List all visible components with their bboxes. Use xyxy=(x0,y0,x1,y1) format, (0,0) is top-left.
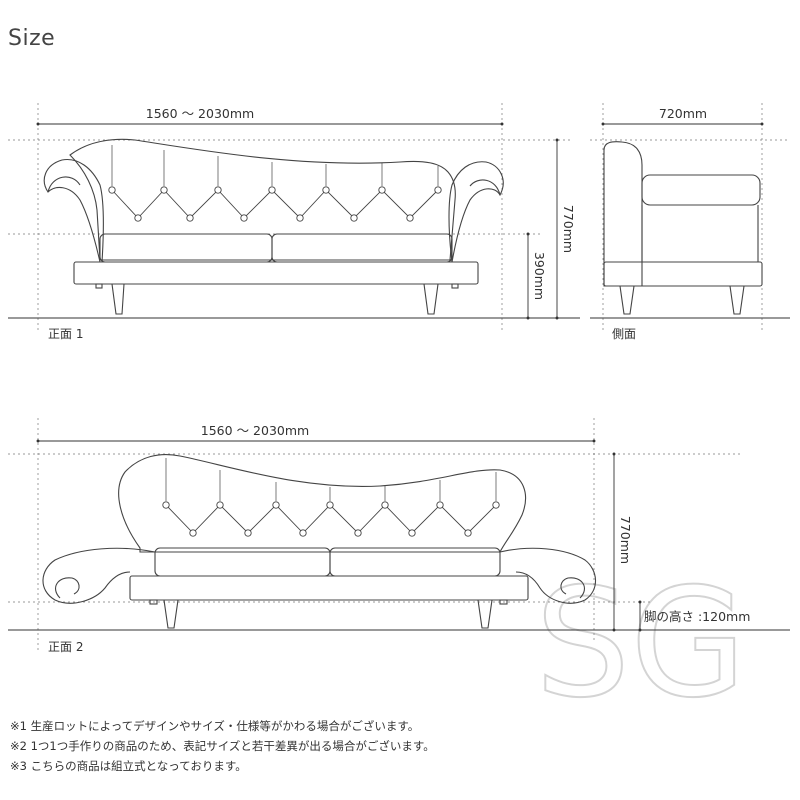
tufting xyxy=(108,145,442,222)
footnote: ※2 1つ1つ手作りの商品のため、表記サイズと若干差異が出る場合がございます。 xyxy=(10,739,435,753)
width-label-front1: 1560 ～ 2030mm xyxy=(146,106,254,121)
leg-height-label: 脚の高さ :120mm xyxy=(644,609,750,624)
seat-cushion-right xyxy=(271,233,453,263)
sofa-back xyxy=(118,454,526,553)
height-label-front2: 770mm xyxy=(618,516,633,564)
view-label-side: 側面 xyxy=(612,327,636,341)
side-frame xyxy=(603,261,763,287)
footnote: ※3 こちらの商品は組立式となっております。 xyxy=(10,759,247,773)
left-arm xyxy=(43,158,104,263)
side-back xyxy=(603,141,643,287)
page-title: Size xyxy=(8,26,56,51)
leg xyxy=(163,599,179,629)
right-arm xyxy=(499,547,597,604)
leg-back xyxy=(95,283,103,289)
width-label-front2: 1560 ～ 2030mm xyxy=(201,423,309,438)
sofa-back xyxy=(69,138,456,261)
seat-height-label: 390mm xyxy=(532,252,547,300)
footnote: ※1 生産ロットによってデザインやサイズ・仕様等がかわる場合がございます。 xyxy=(10,719,420,733)
side-arm-roll xyxy=(641,174,761,206)
depth-label: 720mm xyxy=(659,106,707,121)
footnotes: ※1 生産ロットによってデザインやサイズ・仕様等がかわる場合がございます。 ※2… xyxy=(10,716,435,776)
tufting xyxy=(162,458,500,537)
leg-back xyxy=(149,599,158,605)
front-view-1 xyxy=(8,103,580,330)
leg-back xyxy=(499,599,508,605)
side-view xyxy=(590,103,790,330)
left-arm-scroll xyxy=(55,577,80,599)
side-body xyxy=(641,205,759,263)
guide-lines xyxy=(8,103,570,330)
leg xyxy=(111,283,125,315)
watermark: SG xyxy=(535,557,746,731)
sofa-frame xyxy=(73,261,479,285)
front-view-2 xyxy=(8,418,790,650)
view-label-front1: 正面 1 xyxy=(48,327,83,341)
right-arm xyxy=(448,161,504,263)
height-label-front1: 770mm xyxy=(561,205,576,253)
seat-cushion-left xyxy=(99,233,273,263)
leg xyxy=(729,285,745,315)
left-arm xyxy=(42,547,156,604)
view-label-front2: 正面 2 xyxy=(48,640,83,654)
leg xyxy=(477,599,493,629)
sofa-frame xyxy=(129,575,529,601)
leg xyxy=(619,285,635,315)
left-arm-scroll xyxy=(47,176,81,193)
leg xyxy=(423,283,439,315)
leg-back xyxy=(451,283,459,289)
right-arm-scroll xyxy=(469,179,501,196)
right-arm-scroll xyxy=(560,577,585,599)
